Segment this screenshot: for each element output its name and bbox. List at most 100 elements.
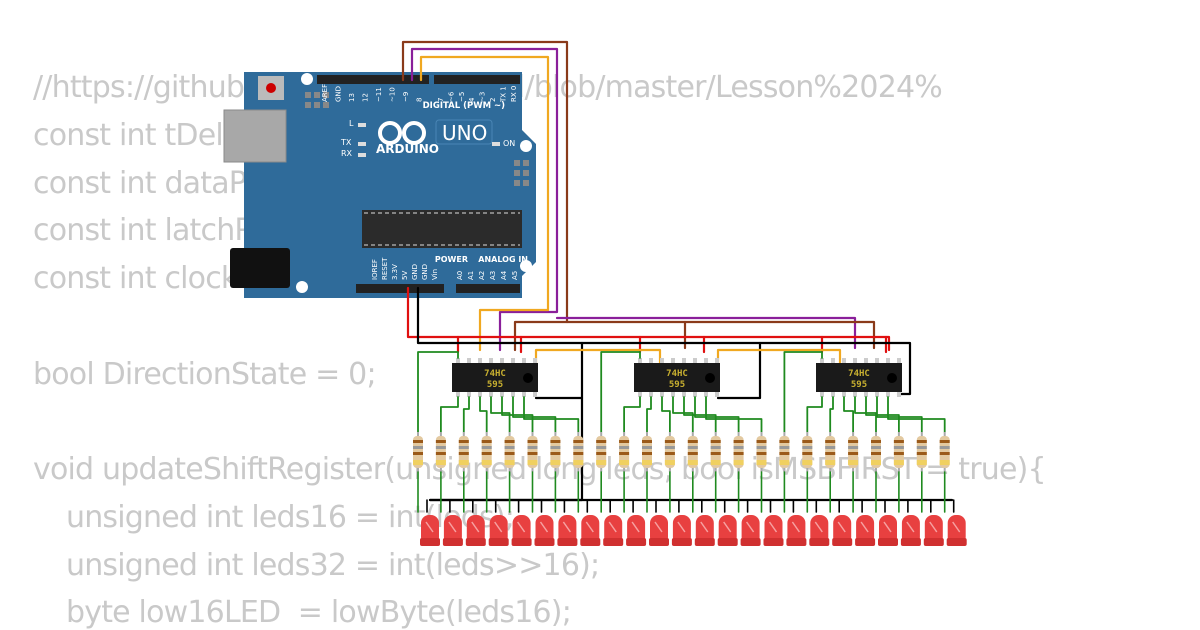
chip-pin [660,358,664,363]
resistor-band [435,452,446,455]
resistor-band [893,460,904,465]
chip-pin [533,358,537,363]
resistor [848,432,859,472]
digital-pin-label: 13 [348,93,356,102]
led-glint [631,521,640,533]
led-base [900,538,921,546]
resistor-band [504,460,515,465]
led-red [580,515,601,546]
resistor [619,432,630,472]
resistor-band [802,440,813,443]
resistor-band [550,460,561,465]
resistor-band [848,440,859,443]
code-line: void updateShiftRegister(unsigned long l… [33,452,1047,487]
chip-pin [693,358,697,363]
resistor-band [573,440,584,443]
analog-pin-label: A5 [511,271,519,280]
resistor-band [596,440,607,443]
led-base [786,538,807,546]
resistor [802,432,813,472]
resistor-band [825,440,836,443]
chip-notch [523,373,533,383]
led-red [442,515,463,546]
chip-pin [671,358,675,363]
data-wire [419,55,550,352]
chip-pin [842,358,846,363]
l-label: L [349,119,354,128]
model-label: UNO [442,121,487,145]
digital-header-low [434,75,520,84]
signal-wire [490,396,511,433]
led-glint [906,521,915,533]
led-base [878,538,898,546]
mount-hole [520,140,532,152]
chip-pin [456,392,460,397]
resistor-band [916,446,927,449]
chip-pin [500,392,504,397]
led-glint [700,521,709,533]
resistor-band [664,446,675,449]
resistor-band [687,446,698,449]
icsp-pin [314,102,320,108]
gnd-wire-3 [758,341,912,396]
resistor-band [504,452,515,455]
chip-pin [715,392,719,397]
digital-pin-label: ~3 [479,92,487,102]
resistor-band [871,440,881,443]
digital-pin-label: ~11 [375,87,383,102]
resistor-band [413,440,423,443]
clock-wire-2 [683,320,876,350]
status-led [492,142,500,146]
chip-label-line1: 74HC [848,369,870,379]
status-led [358,123,366,127]
resistor-band [664,460,675,465]
chip-pin [831,392,835,397]
signal-wire [843,396,854,433]
led-red [511,515,532,546]
led-base [488,538,509,546]
resistor-band [458,440,469,443]
atmega-chip [362,210,522,248]
signal-wire [705,396,763,433]
clock-wire-1 [513,320,569,352]
icsp-pin [323,102,329,108]
chip-pin [682,392,686,397]
resistor-band [939,460,950,465]
resistor [893,432,904,472]
led-glint [562,521,572,533]
led-base [946,538,967,546]
resistor-band [916,452,927,455]
resistor-band [458,452,469,455]
resistor-band [642,460,652,465]
led-base [923,538,944,546]
chip-pin [897,392,901,397]
resistor [550,432,561,472]
icsp-pin [523,160,529,166]
signal-wire [646,396,652,433]
resistor [916,432,927,472]
led-glint [952,521,961,533]
icsp-pin [514,180,520,186]
digital-label: DIGITAL (PWM ~) [423,101,505,111]
led-red [465,515,486,546]
led-base [557,538,578,546]
chip-pin [522,358,526,363]
chip-pin [467,358,471,363]
analog-pin-label: A0 [456,271,464,280]
signal-wire [887,396,946,433]
resistor-band [550,440,561,443]
icsp-pin [305,92,311,98]
led-base [809,538,830,546]
resistor-band [893,452,904,455]
chain-data-1 [534,348,662,367]
resistor-band [871,452,881,455]
resistor-band [504,446,515,449]
resistor-band [619,446,630,449]
power-pin-label: 3.3V [391,264,399,280]
reset-button-dot [266,83,276,93]
chip-pin [478,358,482,363]
led-red [534,515,555,546]
resistor-band [573,452,584,455]
code-line: bool DirectionState = 0; [33,357,377,392]
